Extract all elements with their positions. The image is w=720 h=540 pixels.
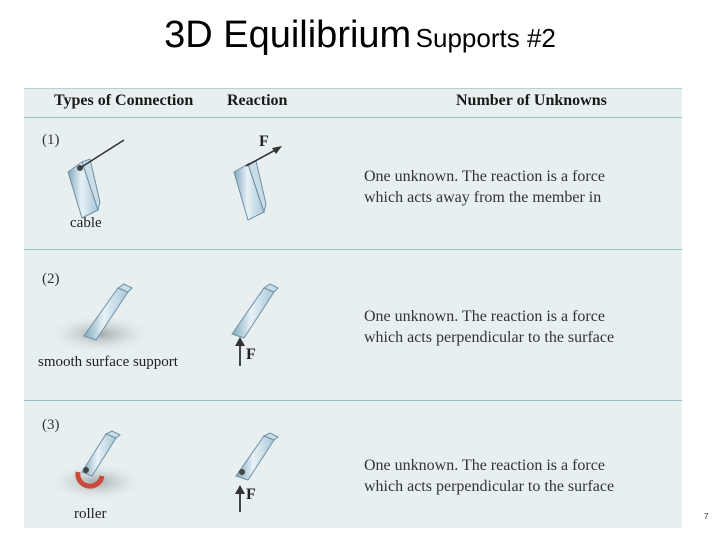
row-number: (2) [42, 271, 60, 287]
roller-connection-illustration [46, 430, 146, 502]
connection-label: roller [74, 506, 107, 522]
description-line: which acts away from the member in [364, 189, 602, 206]
description-line: which acts perpendicular to the surface [364, 329, 615, 346]
header-types-of-connection: Types of Connection [54, 92, 194, 109]
smooth-surface-reaction-illustration [231, 283, 279, 366]
description-line: which acts perpendicular to the surface [364, 478, 615, 495]
header-divider [24, 117, 682, 118]
table-top-rule [24, 88, 682, 89]
unknowns-description: One unknown. The reaction is a force whi… [364, 166, 670, 208]
slide-title: 3D Equilibrium Supports #2 [0, 14, 720, 57]
description-line: One unknown. The reaction is a force [364, 457, 605, 474]
page-number: 7 [704, 512, 709, 521]
unknowns-description: One unknown. The reaction is a force whi… [364, 455, 670, 497]
smooth-surface-connection-illustration [44, 283, 156, 354]
unknowns-description: One unknown. The reaction is a force whi… [364, 306, 670, 348]
row-divider [24, 249, 682, 250]
reaction-force-label: F [246, 486, 256, 503]
slide-title-main: 3D Equilibrium [164, 14, 412, 56]
row-divider [24, 400, 682, 401]
reaction-force-label: F [246, 346, 256, 363]
connection-label: smooth surface support [38, 354, 178, 370]
connection-label: cable [70, 215, 102, 231]
cable-reaction-illustration [233, 146, 282, 221]
description-line: One unknown. The reaction is a force [364, 308, 605, 325]
cable-connection-illustration [67, 139, 125, 219]
header-number-of-unknowns: Number of Unknowns [456, 92, 607, 109]
slide-title-sub: Supports #2 [415, 23, 556, 53]
header-reaction: Reaction [227, 92, 288, 109]
roller-reaction-illustration [235, 432, 279, 512]
row-number: (1) [42, 132, 60, 148]
row-number: (3) [42, 417, 60, 433]
reaction-force-label: F [259, 133, 269, 150]
description-line: One unknown. The reaction is a force [364, 168, 605, 185]
supports-table: Types of Connection Reaction Number of U… [24, 88, 682, 528]
